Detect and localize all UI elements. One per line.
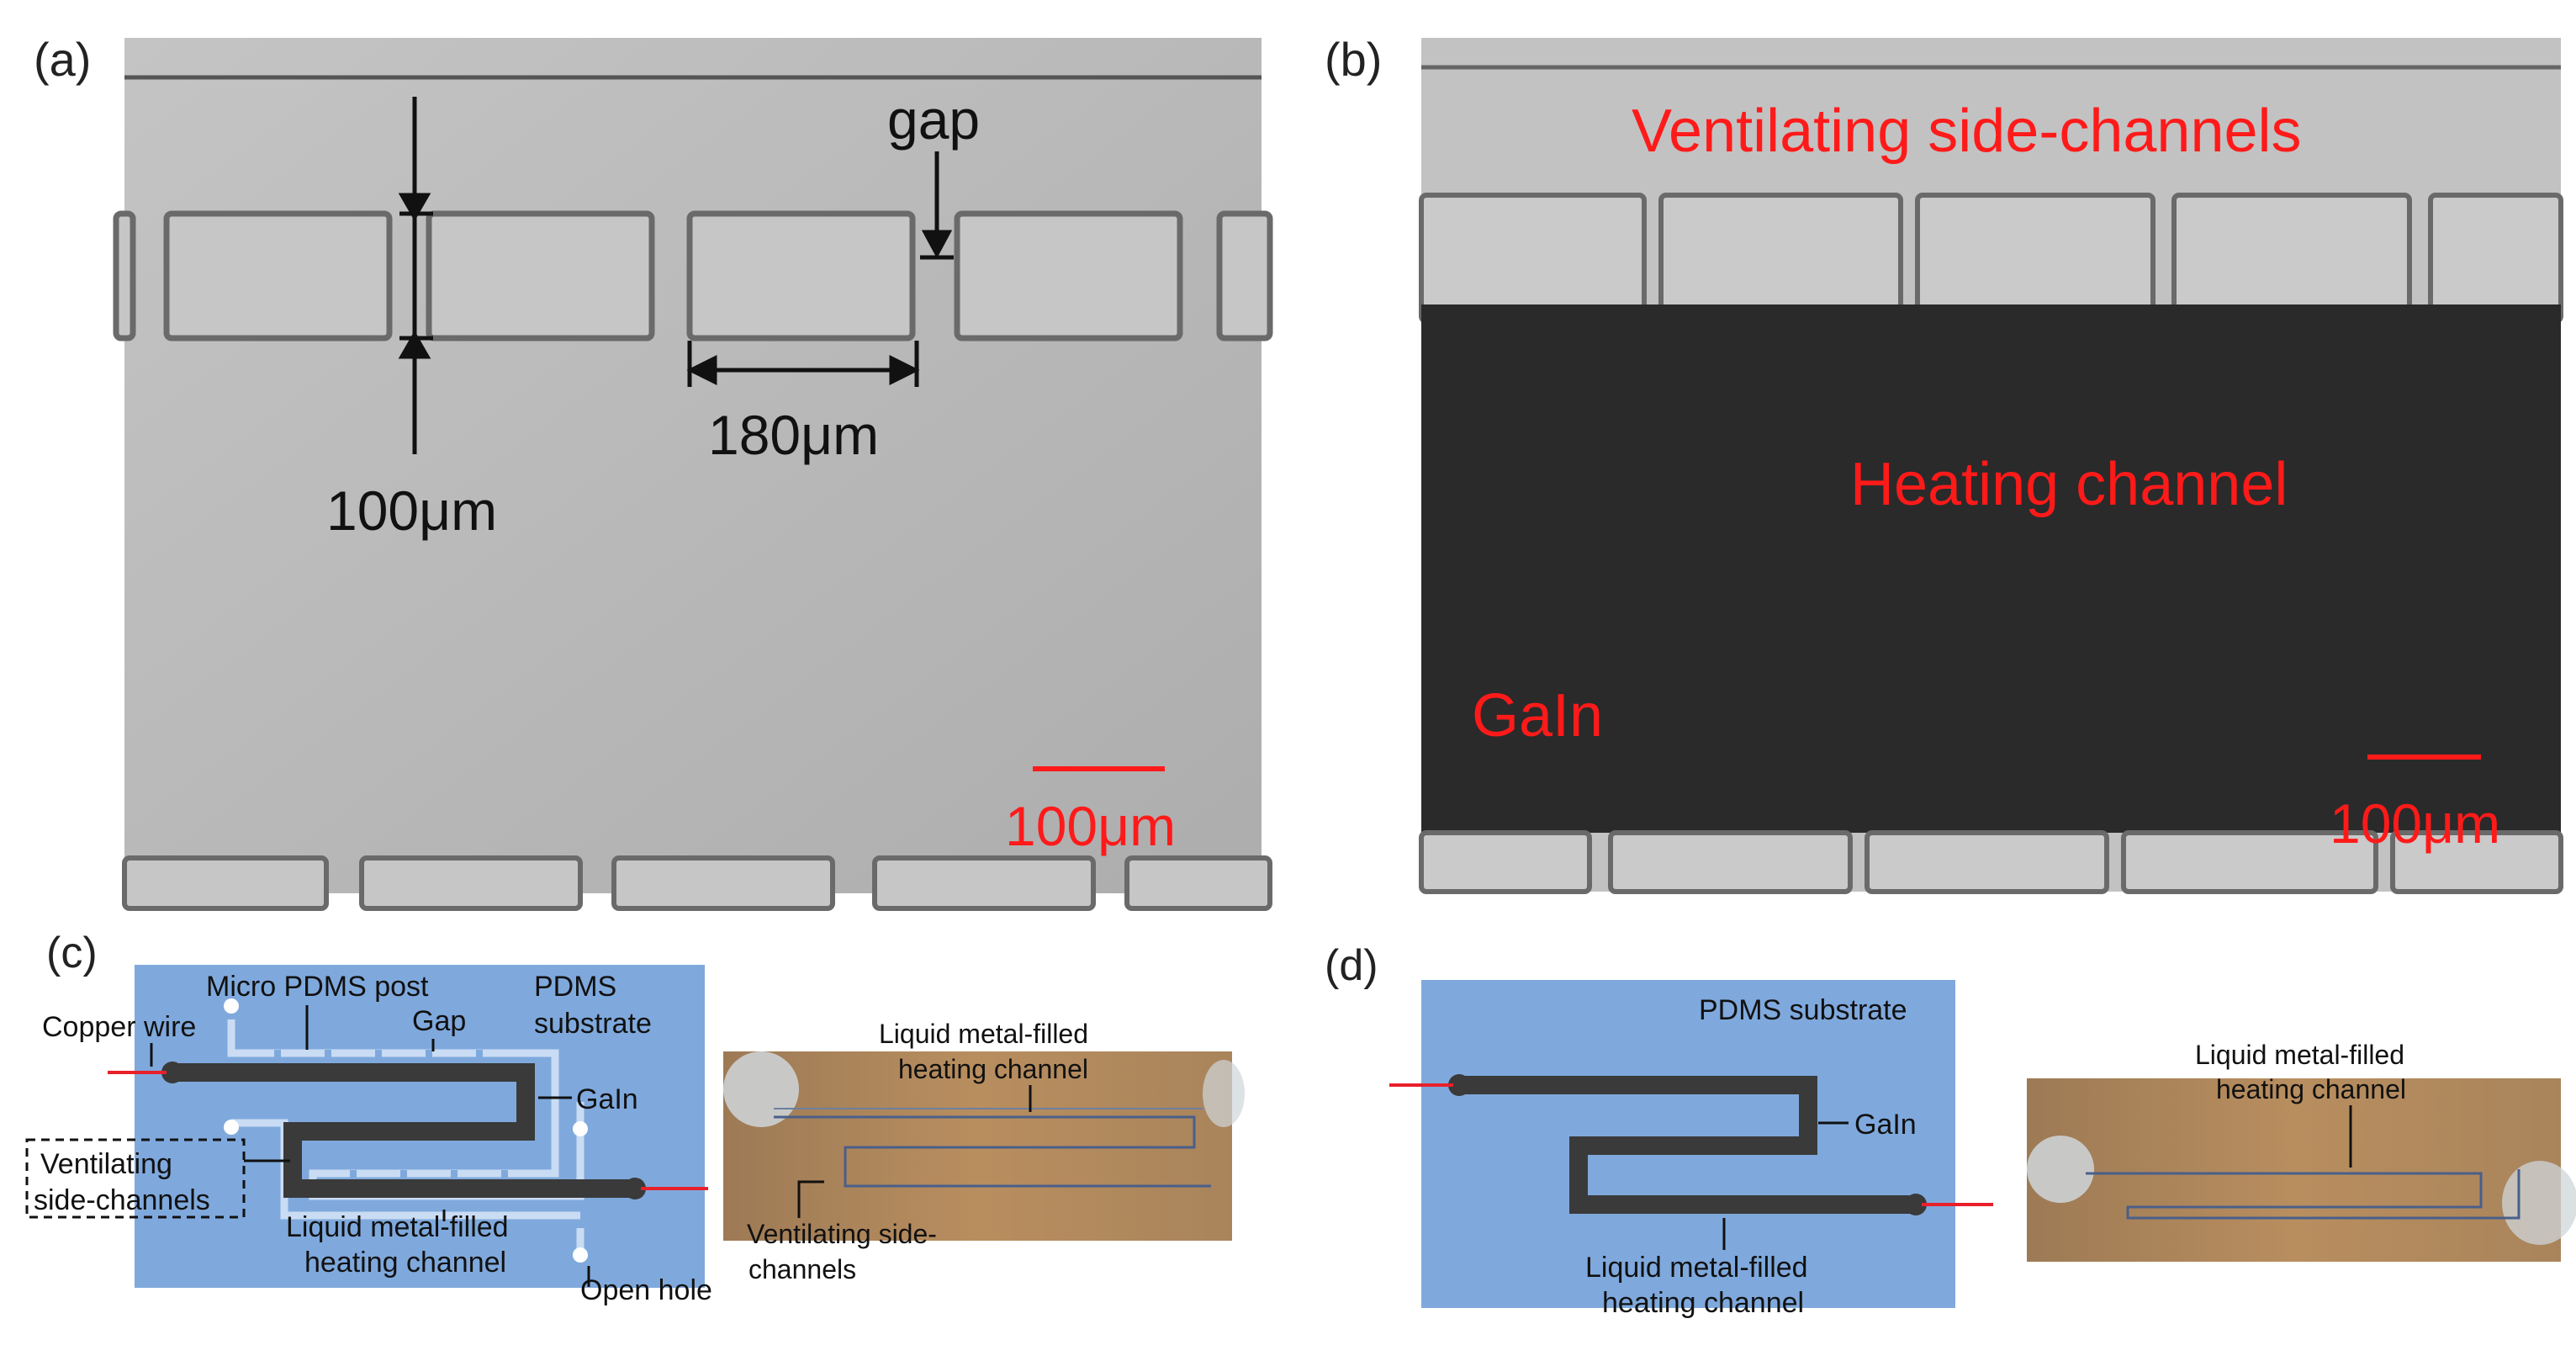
panel-b: (b) Ventilating side-channels Heating ch… [1325, 33, 2563, 894]
side-channel-row [113, 210, 1273, 342]
photo-heating-line1: Liquid metal-filled [2195, 1040, 2404, 1070]
side-channel [163, 210, 393, 342]
electrode-pad [161, 1062, 183, 1083]
panel-a-micrograph [124, 38, 1262, 893]
electrode-pad [1905, 1194, 1927, 1215]
pdms-label-line2: substrate [534, 1008, 652, 1040]
width-label: 180μm [708, 404, 879, 466]
side-channel [1608, 830, 1853, 894]
heating-label-line2: heating channel [1602, 1287, 1804, 1319]
metal-label: GaIn [1472, 682, 1603, 749]
arrow-head [889, 354, 920, 386]
side-channel [686, 210, 916, 342]
gain-label: GaIn [1854, 1109, 1917, 1141]
gain-label: GaIn [576, 1083, 638, 1115]
photo-channel-outline [774, 1115, 1211, 1188]
heating-label-line2: heating channel [304, 1247, 506, 1279]
outlet-droplet [1203, 1060, 1245, 1127]
side-channel [954, 210, 1183, 342]
copper-wire-label: Copper wire [42, 1011, 196, 1043]
ventilating-label: Ventilating side-channels [1632, 98, 2302, 165]
gap-label: gap [887, 88, 980, 151]
heating-label-line1: Liquid metal-filled [286, 1211, 509, 1243]
open-hole [224, 1120, 239, 1135]
side-channel [872, 855, 1096, 911]
panel-b-label: (b) [1325, 33, 1382, 86]
pdms-label-line1: PDMS [534, 971, 616, 1003]
photo-heating-line2: heating channel [2216, 1074, 2406, 1104]
side-channel [2390, 830, 2563, 894]
side-channel [2121, 830, 2378, 894]
panel-a: (a) 100μm [34, 33, 1273, 911]
side-channel [611, 855, 835, 911]
arrow-head [921, 230, 953, 259]
open-hole [224, 998, 239, 1014]
pdms-substrate-label: PDMS substrate [1699, 994, 1907, 1026]
side-channel [1419, 830, 1592, 894]
pointer-line [797, 1180, 824, 1218]
photo-vent-line2: channels [748, 1254, 856, 1284]
pointer-lines [150, 1005, 590, 1287]
side-channel [1658, 193, 1903, 324]
side-channel [2428, 193, 2563, 324]
open-hole-label: Open hole [580, 1274, 712, 1306]
photo-heating-line1: Liquid metal-filled [879, 1019, 1088, 1049]
device-photo-d [2027, 1078, 2561, 1262]
side-channel [1124, 855, 1272, 911]
ventilating-label-line1: Ventilating [40, 1148, 172, 1180]
outlet-droplet [2502, 1161, 2576, 1245]
scale-label: 100μm [1005, 795, 1176, 857]
heating-channel-path [172, 1063, 635, 1198]
micro-post-label: Micro PDMS post [206, 971, 429, 1003]
side-channel [122, 855, 329, 911]
side-channel [1915, 193, 2155, 324]
heating-channel-path [1459, 1076, 1913, 1214]
ventilating-label-line2: side-channels [34, 1184, 210, 1216]
photo-vent-line1: Ventilating side- [747, 1219, 937, 1249]
arrow-head [398, 193, 431, 222]
side-channel [426, 210, 655, 342]
panel-d-label: (d) [1325, 941, 1378, 990]
side-channel [1216, 210, 1273, 342]
height-label: 100μm [326, 479, 497, 542]
electrode-pad [624, 1178, 646, 1199]
side-channel [1865, 830, 2109, 894]
photo-channel-outline [2086, 1169, 2520, 1220]
side-channel [2171, 193, 2412, 324]
gap-markers [274, 1050, 508, 1178]
heating-channel-dark [1421, 304, 2561, 833]
ventilating-callout-box [25, 1138, 246, 1219]
electrode-pad [1448, 1074, 1470, 1096]
arrow-head [686, 354, 717, 386]
panel-a-label: (a) [34, 33, 91, 86]
panel-d: (d) PDMS substrate GaIn Liquid metal-fil… [1325, 941, 2576, 1319]
panel-c-label: (c) [46, 929, 98, 977]
side-channel [359, 855, 583, 911]
side-channel [113, 210, 136, 342]
scale-label: 100μm [2330, 792, 2500, 855]
photo-heating-line2: heating channel [898, 1054, 1088, 1084]
heating-label: Heating channel [1850, 451, 2288, 518]
open-hole [573, 1247, 588, 1263]
side-channel [1419, 193, 1647, 324]
gap-label: Gap [412, 1005, 466, 1037]
panel-c: (c) [25, 929, 1245, 1306]
inlet-droplet [2027, 1136, 2094, 1203]
heating-label-line1: Liquid metal-filled [1585, 1252, 1808, 1284]
open-hole [573, 1121, 588, 1136]
